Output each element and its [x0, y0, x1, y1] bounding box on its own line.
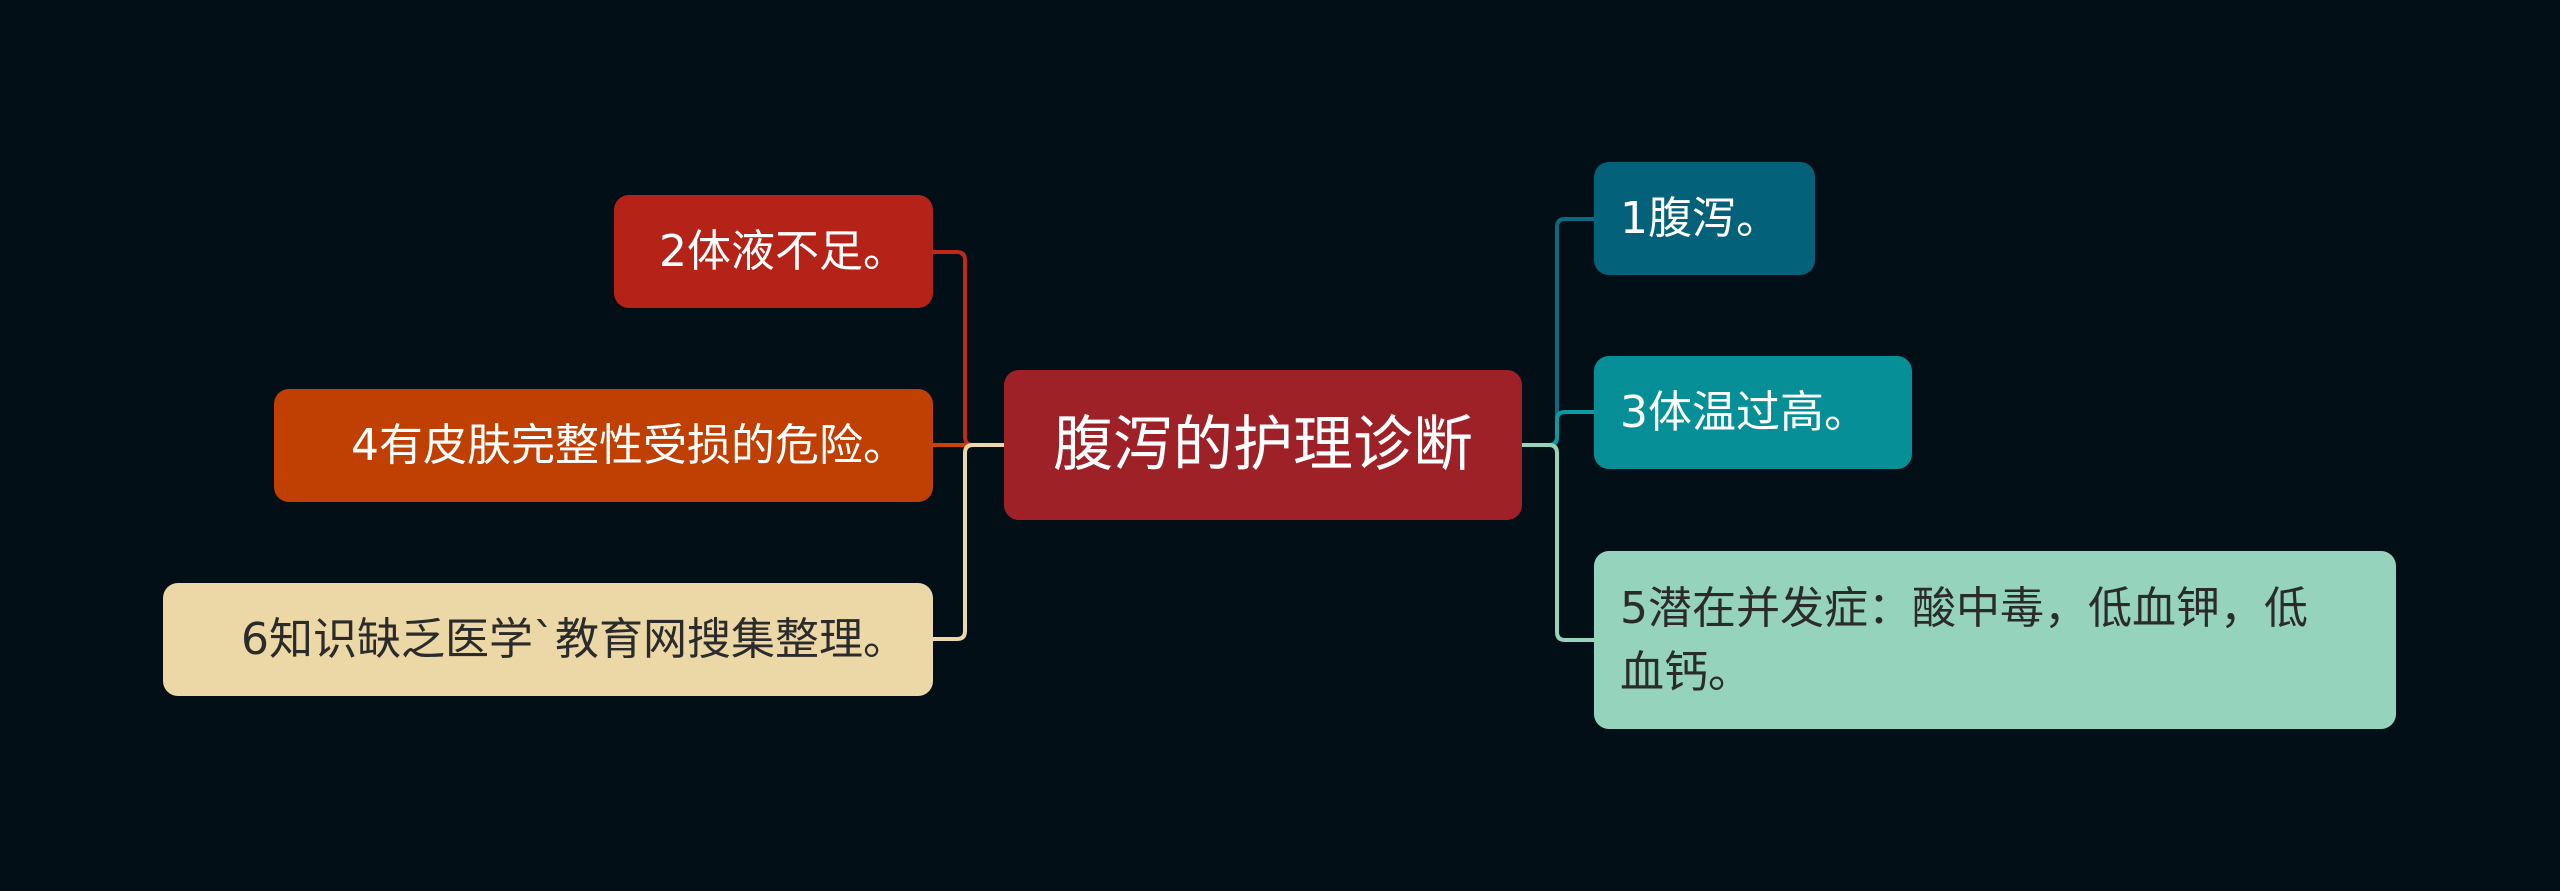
branch-node-2[interactable]: 2体液不足。 — [614, 195, 933, 308]
branch-label: 2体液不足。 — [659, 225, 907, 277]
branch-node-3[interactable]: 3体温过高。 — [1594, 356, 1912, 469]
connector-6 — [933, 443, 1004, 641]
central-topic-label: 腹泻的护理诊断 — [1053, 409, 1473, 480]
branch-node-6[interactable]: 6知识缺乏医学`教育网搜集整理。 — [163, 583, 933, 696]
branch-label: 4有皮肤完整性受损的危险。 — [351, 419, 907, 471]
connector-1 — [1522, 217, 1594, 447]
central-topic[interactable]: 腹泻的护理诊断 — [1004, 370, 1522, 520]
connector-5 — [1522, 443, 1594, 642]
connector-3 — [1522, 410, 1594, 447]
branch-node-4[interactable]: 4有皮肤完整性受损的危险。 — [274, 389, 933, 502]
branch-label: 5潜在并发症：酸中毒，低血钾，低血钙。 — [1620, 583, 2308, 698]
branch-node-5[interactable]: 5潜在并发症：酸中毒，低血钾，低血钙。 — [1594, 551, 2396, 729]
branch-node-1[interactable]: 1腹泻。 — [1594, 162, 1815, 275]
branch-label: 3体温过高。 — [1620, 386, 1868, 438]
branch-label: 6知识缺乏医学`教育网搜集整理。 — [241, 613, 907, 665]
connector-2 — [933, 250, 1004, 447]
branch-label: 1腹泻。 — [1620, 192, 1780, 244]
